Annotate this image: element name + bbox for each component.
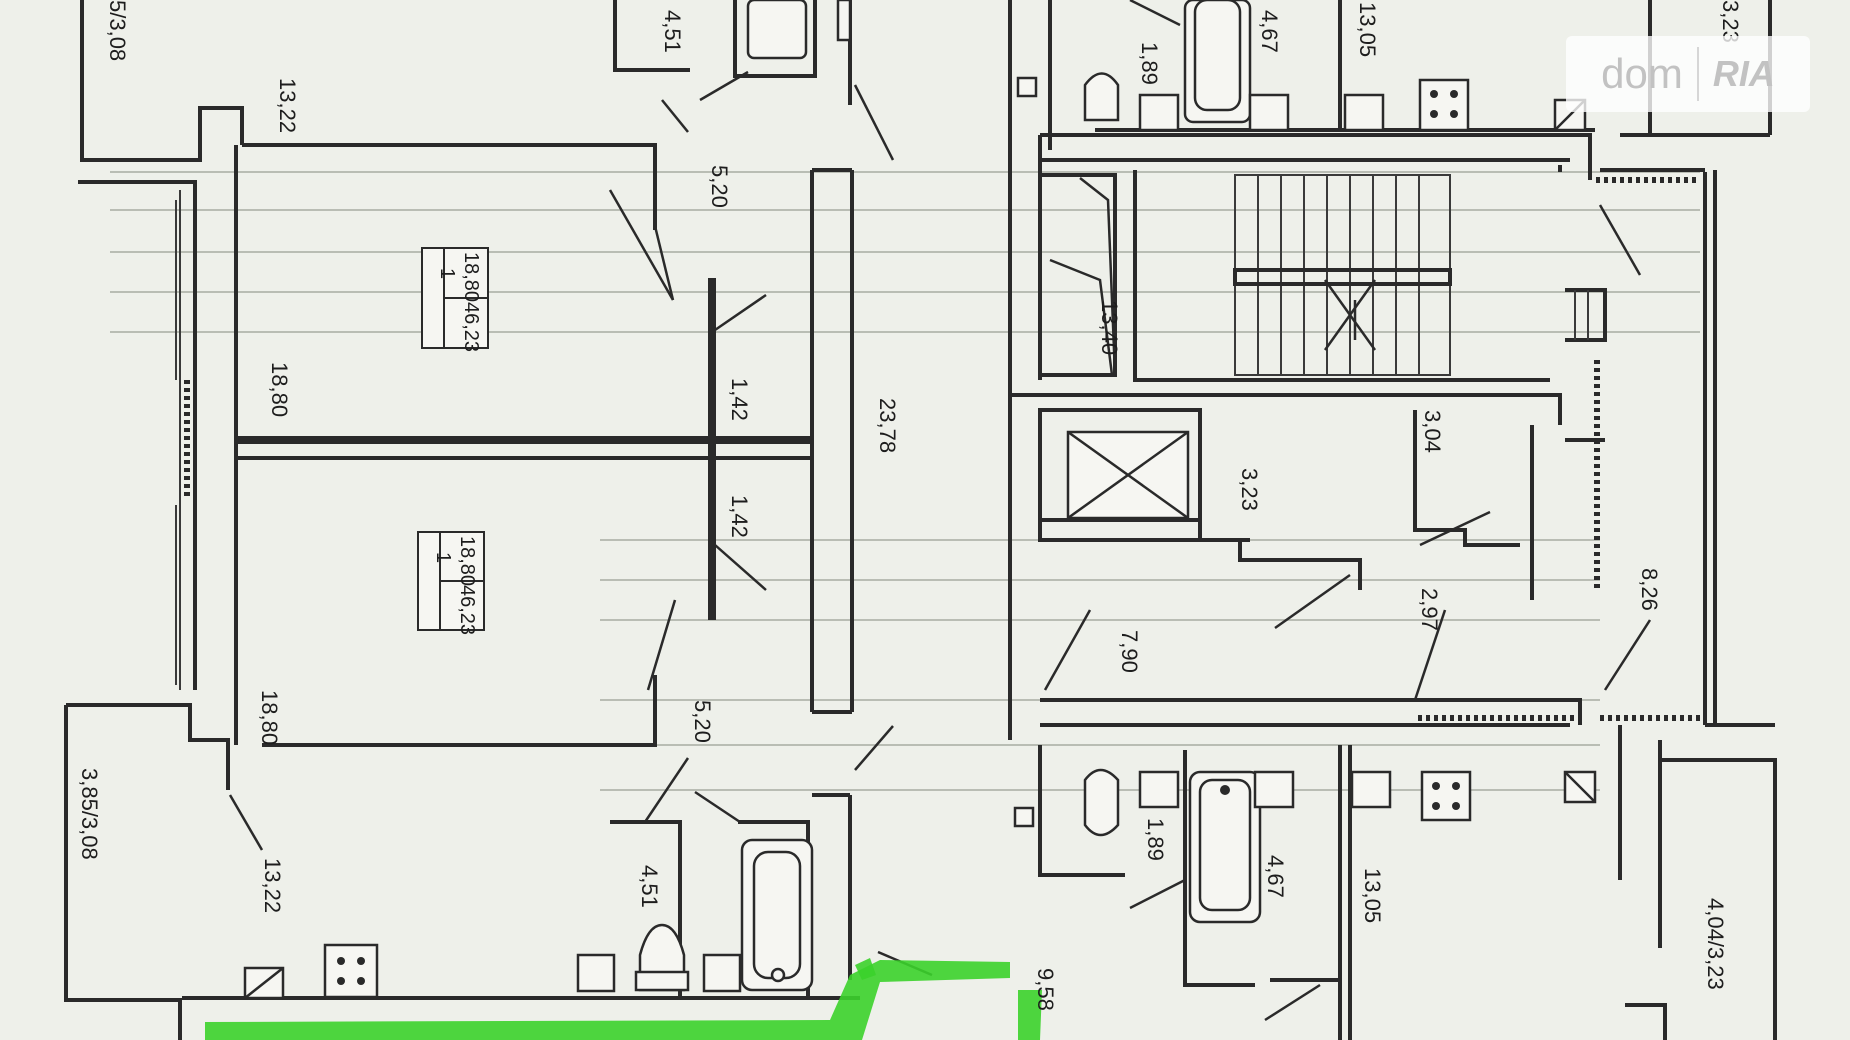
area-label: 3,23 [1718, 0, 1743, 43]
area-label: 5/3,08 [105, 0, 130, 61]
watermark: dom RIA [1566, 36, 1810, 112]
watermark-divider [1696, 47, 1699, 101]
area-label: 1,42 [727, 495, 752, 538]
area-label: 3,04 [1420, 410, 1445, 453]
area-label: 4,51 [660, 10, 685, 53]
right-top-apartment [1016, 0, 1772, 150]
apartment-living-area: 18,80 [456, 536, 478, 586]
entrance-marker [205, 958, 1042, 1040]
shafts [1038, 173, 1117, 377]
apartment-total-area: 46,23 [456, 585, 478, 635]
left-kitchen-bottom [243, 943, 379, 1000]
staircase [1233, 174, 1452, 376]
area-label: 5,20 [707, 165, 732, 208]
area-label: 1,42 [727, 378, 752, 421]
area-label: 13,05 [1360, 868, 1385, 923]
apartment-living-area: 18,80 [460, 252, 482, 302]
area-label: 4,67 [1257, 10, 1282, 53]
area-label: 3,23 [1237, 468, 1262, 511]
area-label: 18,80 [267, 362, 292, 417]
area-label: 3,85/3,08 [77, 768, 102, 860]
area-label: 4,04/3,23 [1703, 898, 1728, 990]
area-label: 4,67 [1263, 855, 1288, 898]
area-label: 7,90 [1117, 630, 1142, 673]
elevator [1038, 408, 1202, 522]
left-bath-top [746, 0, 852, 60]
area-label: 4,51 [637, 865, 662, 908]
core-walls [1008, 0, 1707, 740]
area-label: 1,89 [1143, 818, 1168, 861]
apartment-total-area: 46,23 [460, 302, 482, 352]
right-outer-wall [1620, 133, 1775, 727]
apartment-rooms: 1 [432, 552, 454, 563]
apartment-rooms: 1 [436, 268, 458, 279]
area-label: 1,89 [1137, 42, 1162, 85]
area-label: 9,58 [1033, 968, 1058, 1011]
area-label: 23,78 [875, 398, 900, 453]
watermark-brand-a: dom [1601, 50, 1683, 97]
watermark-brand-b: RIA [1712, 53, 1775, 94]
core-doors [1043, 204, 1652, 701]
area-label: 18,80 [257, 690, 282, 745]
area-label: 13,40 [1097, 300, 1122, 355]
area-label: 13,22 [260, 858, 285, 913]
area-labels: 5/3,08 13,22 4,51 5,20 18,80 1,42 1,42 2… [77, 0, 1743, 1011]
area-label: 8,26 [1637, 568, 1662, 611]
area-label: 13,22 [275, 78, 300, 133]
apartment-label-bottom: 1 18,80 46,23 [417, 531, 485, 635]
area-label: 2,97 [1417, 588, 1442, 631]
left-windows [175, 200, 190, 685]
apartment-label-top: 1 18,80 46,23 [421, 247, 489, 352]
left-bath-bottom [576, 838, 814, 993]
left-doors [228, 70, 933, 977]
right-bottom-apartment [1013, 725, 1777, 1040]
area-label: 13,05 [1355, 2, 1380, 57]
area-label: 5,20 [690, 700, 715, 743]
